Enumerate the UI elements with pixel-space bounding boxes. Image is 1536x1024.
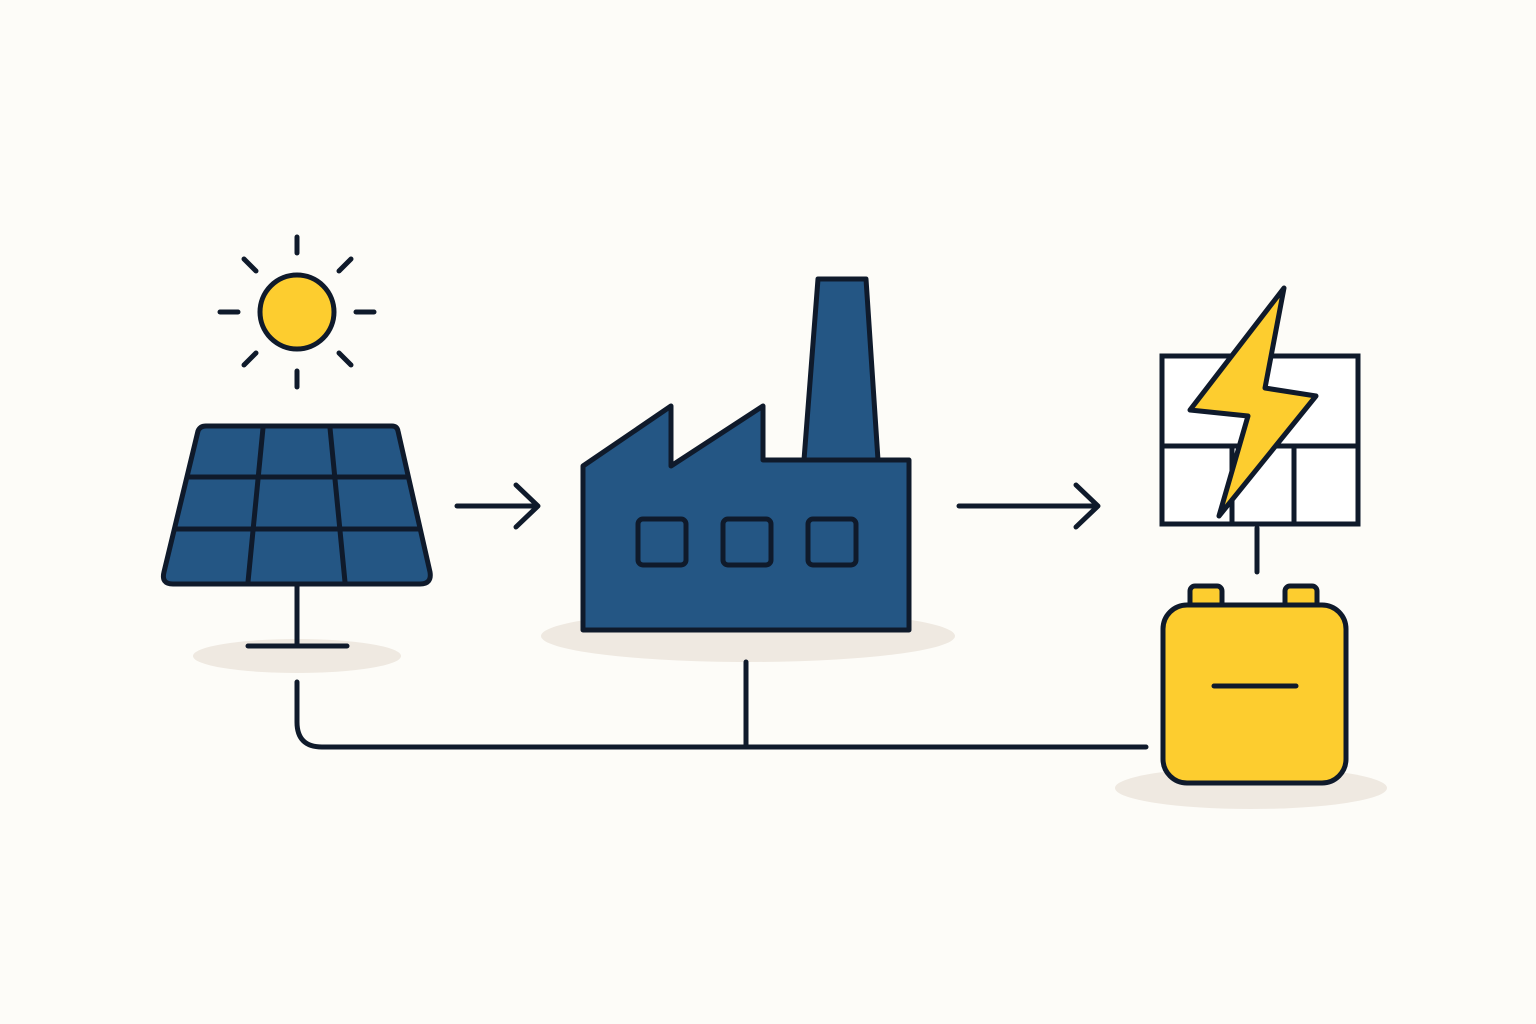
sun-icon	[217, 234, 377, 390]
battery-icon	[1160, 583, 1349, 786]
factory-window	[720, 516, 774, 568]
arrow-factory-to-grid	[956, 482, 1101, 530]
factory-icon	[580, 276, 912, 633]
factory-windows	[635, 516, 859, 568]
flow-arrows	[454, 482, 1101, 530]
solar-to-bus-line	[294, 679, 1149, 750]
connection-lines	[294, 525, 1260, 750]
arrow-solar-to-factory	[454, 482, 541, 530]
sun-rays	[217, 234, 377, 390]
factory-window	[805, 516, 859, 568]
battery-body	[1160, 602, 1349, 786]
solar-panel-grid	[173, 425, 423, 585]
solar-panel-icon	[160, 423, 433, 649]
factory-window	[635, 516, 689, 568]
solar-panel-frame	[160, 423, 433, 587]
lightning-bolt-icon	[1187, 285, 1319, 519]
lightning-grid-icon	[1159, 285, 1361, 527]
factory-chimney	[801, 276, 881, 463]
